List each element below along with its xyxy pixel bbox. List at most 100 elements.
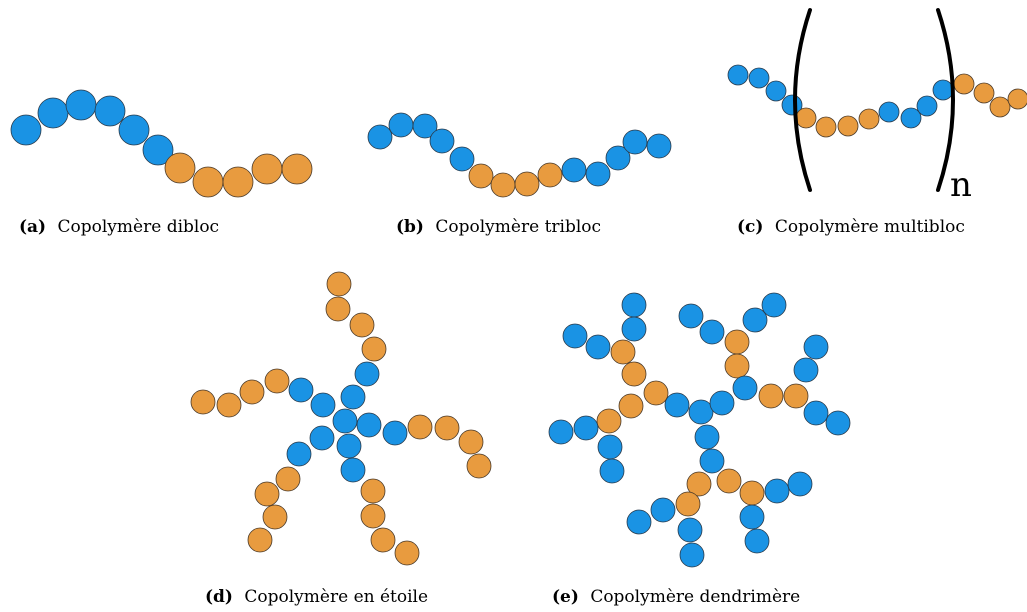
- panel-d-monomer-bead-orange: [275, 466, 301, 492]
- panel-e-monomer-bead-orange: [686, 471, 712, 497]
- panel-e-monomer-bead-orange: [783, 383, 809, 409]
- panel-c-monomer-bead-orange: [953, 73, 975, 95]
- panel-e-monomer-bead-blue: [742, 307, 768, 333]
- panel-d-monomer-bead-orange: [394, 540, 420, 566]
- panel-b-monomer-bead-blue: [646, 133, 672, 159]
- caption-e-label: Copolymère dendrimère: [590, 587, 800, 607]
- panel-c-monomer-bead-blue: [916, 95, 938, 117]
- panel-d-monomer-bead-orange: [458, 429, 484, 455]
- panel-d-monomer-bead-blue: [288, 377, 314, 403]
- panel-e-monomer-bead-orange: [716, 468, 742, 494]
- panel-e-monomer-bead-blue: [688, 399, 714, 425]
- panel-e-monomer-bead-blue: [699, 448, 725, 474]
- panel-e-monomer-bead-orange: [621, 361, 647, 387]
- panel-d-monomer-bead-blue: [286, 441, 312, 467]
- panel-b-monomer-bead-blue: [561, 157, 587, 183]
- panel-a-monomer-bead-blue: [142, 134, 174, 166]
- panel-d-monomer-bead-orange: [361, 336, 387, 362]
- panel-e-monomer-bead-orange: [610, 339, 636, 365]
- panel-c-monomer-bead-blue: [727, 64, 749, 86]
- panel-a-monomer-bead-orange: [164, 152, 196, 184]
- panel-a-monomer-bead-blue: [94, 95, 126, 127]
- panel-c-monomer-bead-blue: [932, 79, 954, 101]
- panel-a-monomer-bead-blue: [10, 114, 42, 146]
- panel-b-monomer-bead-blue: [429, 128, 455, 154]
- panel-d-monomer-bead-orange: [190, 389, 216, 415]
- panel-c-monomer-bead-blue: [878, 101, 900, 123]
- caption-e-tag: (e): [552, 587, 579, 607]
- panel-e-monomer-bead-blue: [764, 478, 790, 504]
- panel-d-monomer-bead-orange: [407, 414, 433, 440]
- panel-b-monomer-bead-blue: [585, 161, 611, 187]
- panel-e-monomer-bead-blue: [732, 375, 758, 401]
- panel-d-monomer-bead-orange: [326, 271, 352, 297]
- panel-d-monomer-bead-orange: [349, 312, 375, 338]
- panel-d-monomer-bead-blue: [310, 392, 336, 418]
- panel-d-monomer-bead-orange: [360, 478, 386, 504]
- panel-d-monomer-bead-blue: [340, 384, 366, 410]
- panel-a-monomer-bead-orange: [281, 153, 313, 185]
- right-parenthesis: [936, 8, 955, 192]
- panel-d-monomer-bead-blue: [382, 420, 408, 446]
- panel-e-monomer-bead-blue: [761, 292, 787, 318]
- panel-e-monomer-bead-orange: [724, 353, 750, 379]
- panel-a-monomer-bead-blue: [118, 114, 150, 146]
- panel-d-monomer-bead-orange: [262, 504, 288, 530]
- panel-e-monomer-bead-blue: [650, 497, 676, 523]
- panel-c-monomer-bead-orange: [837, 115, 859, 137]
- panel-e-monomer-bead-blue: [679, 542, 705, 568]
- panel-b-monomer-bead-orange: [514, 171, 540, 197]
- panel-d-monomer-bead-orange: [360, 503, 386, 529]
- caption-b: (b) Copolymère tribloc: [396, 217, 601, 237]
- panel-d-monomer-bead-orange: [247, 527, 273, 553]
- panel-e-monomer-bead-orange: [596, 408, 622, 434]
- panel-e-monomer-bead-orange: [724, 329, 750, 355]
- panel-d-monomer-bead-orange: [370, 527, 396, 553]
- bead-layer: [10, 64, 1027, 568]
- panel-b-monomer-bead-blue: [605, 145, 631, 171]
- panel-d-monomer-bead-orange: [216, 392, 242, 418]
- repeat-unit-brackets: n: [793, 8, 972, 205]
- panel-e-monomer-bead-blue: [621, 292, 647, 318]
- panel-e-monomer-bead-blue: [793, 357, 819, 383]
- panel-d-monomer-bead-orange: [466, 453, 492, 479]
- panel-d-monomer-bead-orange: [325, 296, 351, 322]
- panel-e-monomer-bead-blue: [678, 303, 704, 329]
- panel-b-monomer-bead-blue: [412, 113, 438, 139]
- panel-e-monomer-bead-blue: [562, 323, 588, 349]
- caption-b-label: Copolymère tribloc: [435, 217, 601, 237]
- caption-a: (a) Copolymère dibloc: [19, 217, 219, 237]
- panel-d-monomer-bead-blue: [309, 425, 335, 451]
- caption-a-label: Copolymère dibloc: [58, 217, 220, 237]
- panel-c-monomer-bead-orange: [989, 96, 1011, 118]
- panel-b-monomer-bead-orange: [490, 172, 516, 198]
- panel-d-monomer-bead-blue: [356, 412, 382, 438]
- panel-e-monomer-bead-blue: [677, 517, 703, 543]
- caption-e: (e) Copolymère dendrimère: [552, 587, 800, 607]
- panel-e-monomer-bead-blue: [597, 434, 623, 460]
- panel-b-monomer-bead-blue: [622, 129, 648, 155]
- panel-a-monomer-bead-orange: [251, 153, 283, 185]
- panel-e-monomer-bead-blue: [626, 509, 652, 535]
- panel-e-monomer-bead-blue: [709, 390, 735, 416]
- panel-a-monomer-bead-blue: [37, 97, 69, 129]
- panel-d-monomer-bead-blue: [354, 361, 380, 387]
- panel-b-monomer-bead-orange: [468, 163, 494, 189]
- panel-a-monomer-bead-blue: [65, 89, 97, 121]
- caption-c: (c) Copolymère multibloc: [737, 217, 965, 237]
- panel-e-monomer-bead-blue: [739, 504, 765, 530]
- panel-e-monomer-bead-blue: [787, 471, 813, 497]
- panel-e-monomer-bead-blue: [599, 458, 625, 484]
- panel-c-monomer-bead-blue: [765, 80, 787, 102]
- panel-a-monomer-bead-orange: [192, 166, 224, 198]
- panel-e-monomer-bead-orange: [758, 383, 784, 409]
- panel-e-monomer-bead-blue: [803, 400, 829, 426]
- caption-d-tag: (d): [205, 587, 233, 607]
- caption-c-label: Copolymère multibloc: [775, 217, 965, 237]
- panel-d-monomer-bead-orange: [264, 368, 290, 394]
- panel-e-monomer-bead-blue: [664, 392, 690, 418]
- panel-b-monomer-bead-orange: [537, 162, 563, 188]
- caption-c-tag: (c): [737, 217, 763, 237]
- caption-b-tag: (b): [396, 217, 424, 237]
